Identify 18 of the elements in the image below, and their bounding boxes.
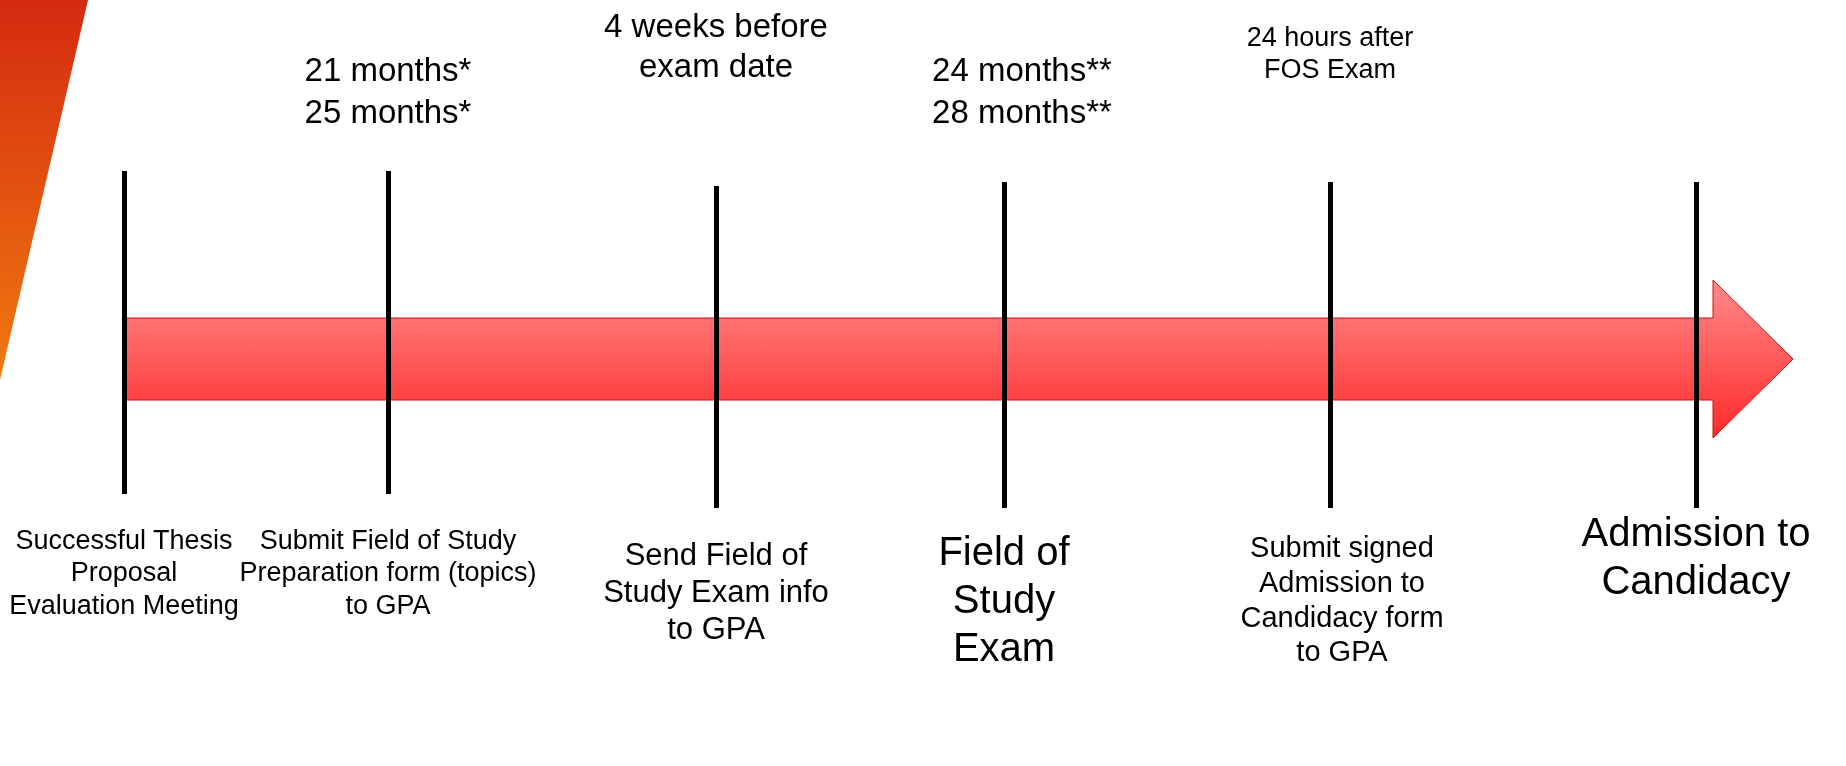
timeline-tick: [1328, 182, 1333, 508]
time-label: 24 hours after FOS Exam: [1245, 21, 1415, 86]
timeline-tick: [714, 186, 719, 508]
time-label: 21 months*: [303, 50, 473, 90]
milestone-label: Send Field of Study Exam info to GPA: [602, 536, 830, 648]
time-label: 4 weeks before exam date: [603, 6, 829, 86]
milestone-label: Submit signed Admission to Candidacy form to GPA: [1239, 530, 1445, 670]
time-label: 28 months**: [931, 92, 1113, 132]
milestone-label: Field of Study Exam: [937, 528, 1071, 671]
timeline-tick: [386, 171, 391, 494]
milestone-label: Submit Field of Study Preparation form (topics) to GPA: [238, 524, 538, 622]
time-label: 25 months*: [303, 92, 473, 132]
timeline-tick: [1002, 182, 1007, 508]
milestone-label: Admission to Candidacy: [1580, 509, 1812, 604]
milestone-label: Successful Thesis Proposal Evaluation Meeting: [8, 524, 240, 622]
timeline-tick: [122, 171, 127, 494]
timeline-tick: [1694, 182, 1699, 508]
time-label: 24 months**: [931, 50, 1113, 90]
